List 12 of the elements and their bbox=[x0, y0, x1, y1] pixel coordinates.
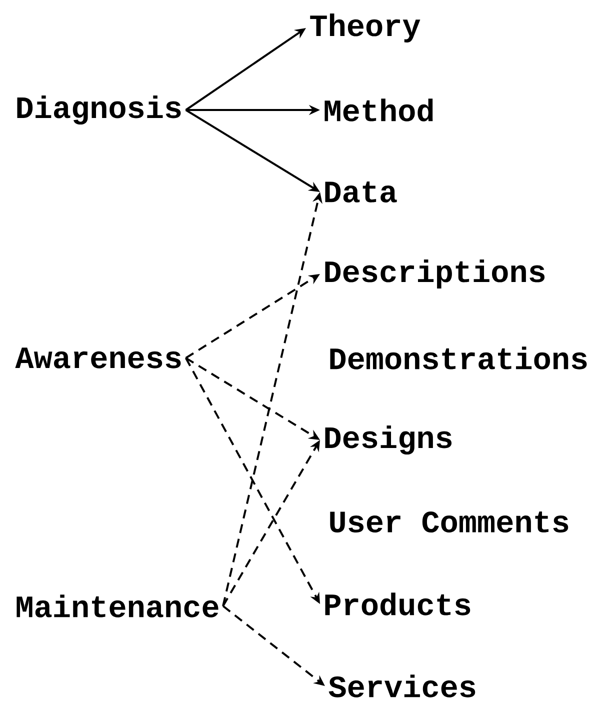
term-label: Maintenance bbox=[16, 594, 218, 618]
term-label: Data bbox=[325, 182, 397, 202]
term-label: Demonstrations bbox=[330, 346, 587, 370]
term-label: Method bbox=[324, 98, 433, 122]
term-label: User Comments bbox=[330, 511, 568, 532]
term-label: Descriptions bbox=[325, 260, 545, 288]
term-label: Designs bbox=[325, 425, 452, 455]
term-label: Products bbox=[325, 592, 470, 616]
term-label: Diagnosis bbox=[17, 95, 181, 124]
term-label: Services bbox=[328, 674, 476, 698]
term-label: Theory bbox=[310, 14, 420, 42]
term-label: Awareness bbox=[15, 348, 181, 368]
